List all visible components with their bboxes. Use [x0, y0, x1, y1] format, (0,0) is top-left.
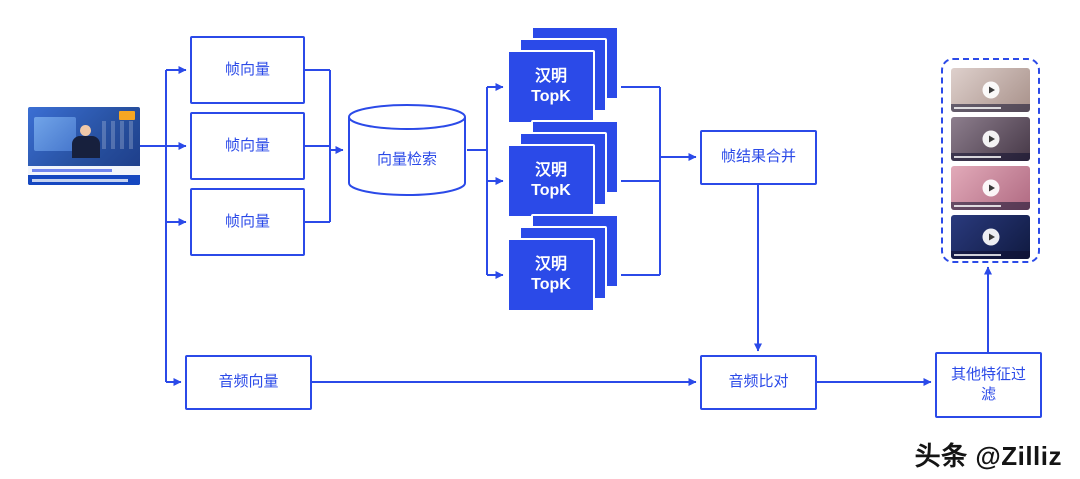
node-label: 音频比对 — [728, 373, 789, 391]
node-label-line1: 汉明 — [534, 256, 567, 273]
node-label-line2: TopK — [531, 276, 571, 293]
node-label: 帧向量 — [224, 212, 270, 230]
caption-text-line — [954, 205, 1002, 207]
caption-bar — [951, 202, 1030, 210]
result-video-thumbnail-4 — [951, 215, 1030, 259]
node-hamming-topk-2: 汉明 TopK — [507, 120, 619, 218]
caption-bar — [951, 251, 1030, 259]
play-icon — [982, 228, 999, 246]
anchor-head — [80, 125, 91, 136]
node-label-line2: TopK — [531, 88, 571, 105]
stacked-card-front: 汉明 TopK — [507, 238, 595, 312]
caption-text-line — [954, 254, 1002, 256]
ticker-text-line — [32, 179, 128, 182]
node-label-line1: 汉明 — [534, 68, 567, 85]
watermark-text: 头条 @Zilliz — [914, 441, 1062, 471]
studio-screen — [34, 117, 76, 151]
node-frame-vector-1: 帧向量 — [190, 36, 305, 104]
result-video-thumbnail-3 — [951, 166, 1030, 210]
node-other-feature-filter: 其他特征过滤 — [935, 352, 1042, 418]
caption-text-line — [954, 156, 1002, 158]
skyline-backdrop — [102, 121, 136, 149]
play-icon — [982, 130, 999, 148]
node-frame-vector-3: 帧向量 — [190, 188, 305, 256]
node-hamming-topk-1: 汉明 TopK — [507, 26, 619, 124]
node-label: 向量检索 — [376, 150, 437, 168]
node-label-line2: TopK — [531, 182, 571, 199]
database-cylinder-icon — [348, 104, 466, 196]
caption-bar — [951, 153, 1030, 161]
caption-text-line — [954, 107, 1002, 109]
result-video-thumbnail-1 — [951, 68, 1030, 112]
play-icon — [982, 81, 999, 99]
caption-bar — [951, 104, 1030, 112]
news-banner-lower — [28, 175, 140, 185]
result-video-thumbnail-2 — [951, 117, 1030, 161]
node-audio-compare: 音频比对 — [700, 355, 817, 410]
node-frame-result-merge: 帧结果合并 — [700, 130, 817, 185]
node-label: 帧结果合并 — [720, 148, 796, 166]
banner-text-line — [32, 169, 112, 172]
node-label: 音频向量 — [218, 373, 279, 391]
node-label-line1: 汉明 — [534, 162, 567, 179]
stacked-card-front: 汉明 TopK — [507, 144, 595, 218]
node-hamming-topk-3: 汉明 TopK — [507, 214, 619, 312]
node-frame-vector-2: 帧向量 — [190, 112, 305, 180]
node-audio-vector: 音频向量 — [185, 355, 312, 410]
node-label: 帧向量 — [224, 136, 270, 154]
anchor-body — [72, 136, 100, 158]
node-label: 其他特征过滤 — [950, 365, 1026, 403]
source-video-thumbnail — [28, 107, 140, 185]
channel-logo — [119, 111, 135, 120]
node-label: 帧向量 — [224, 60, 270, 78]
stacked-card-front: 汉明 TopK — [507, 50, 595, 124]
node-vector-search: 向量检索 — [347, 103, 467, 197]
play-icon — [982, 179, 999, 197]
news-banner-upper — [28, 166, 140, 175]
result-videos-group — [941, 58, 1040, 263]
